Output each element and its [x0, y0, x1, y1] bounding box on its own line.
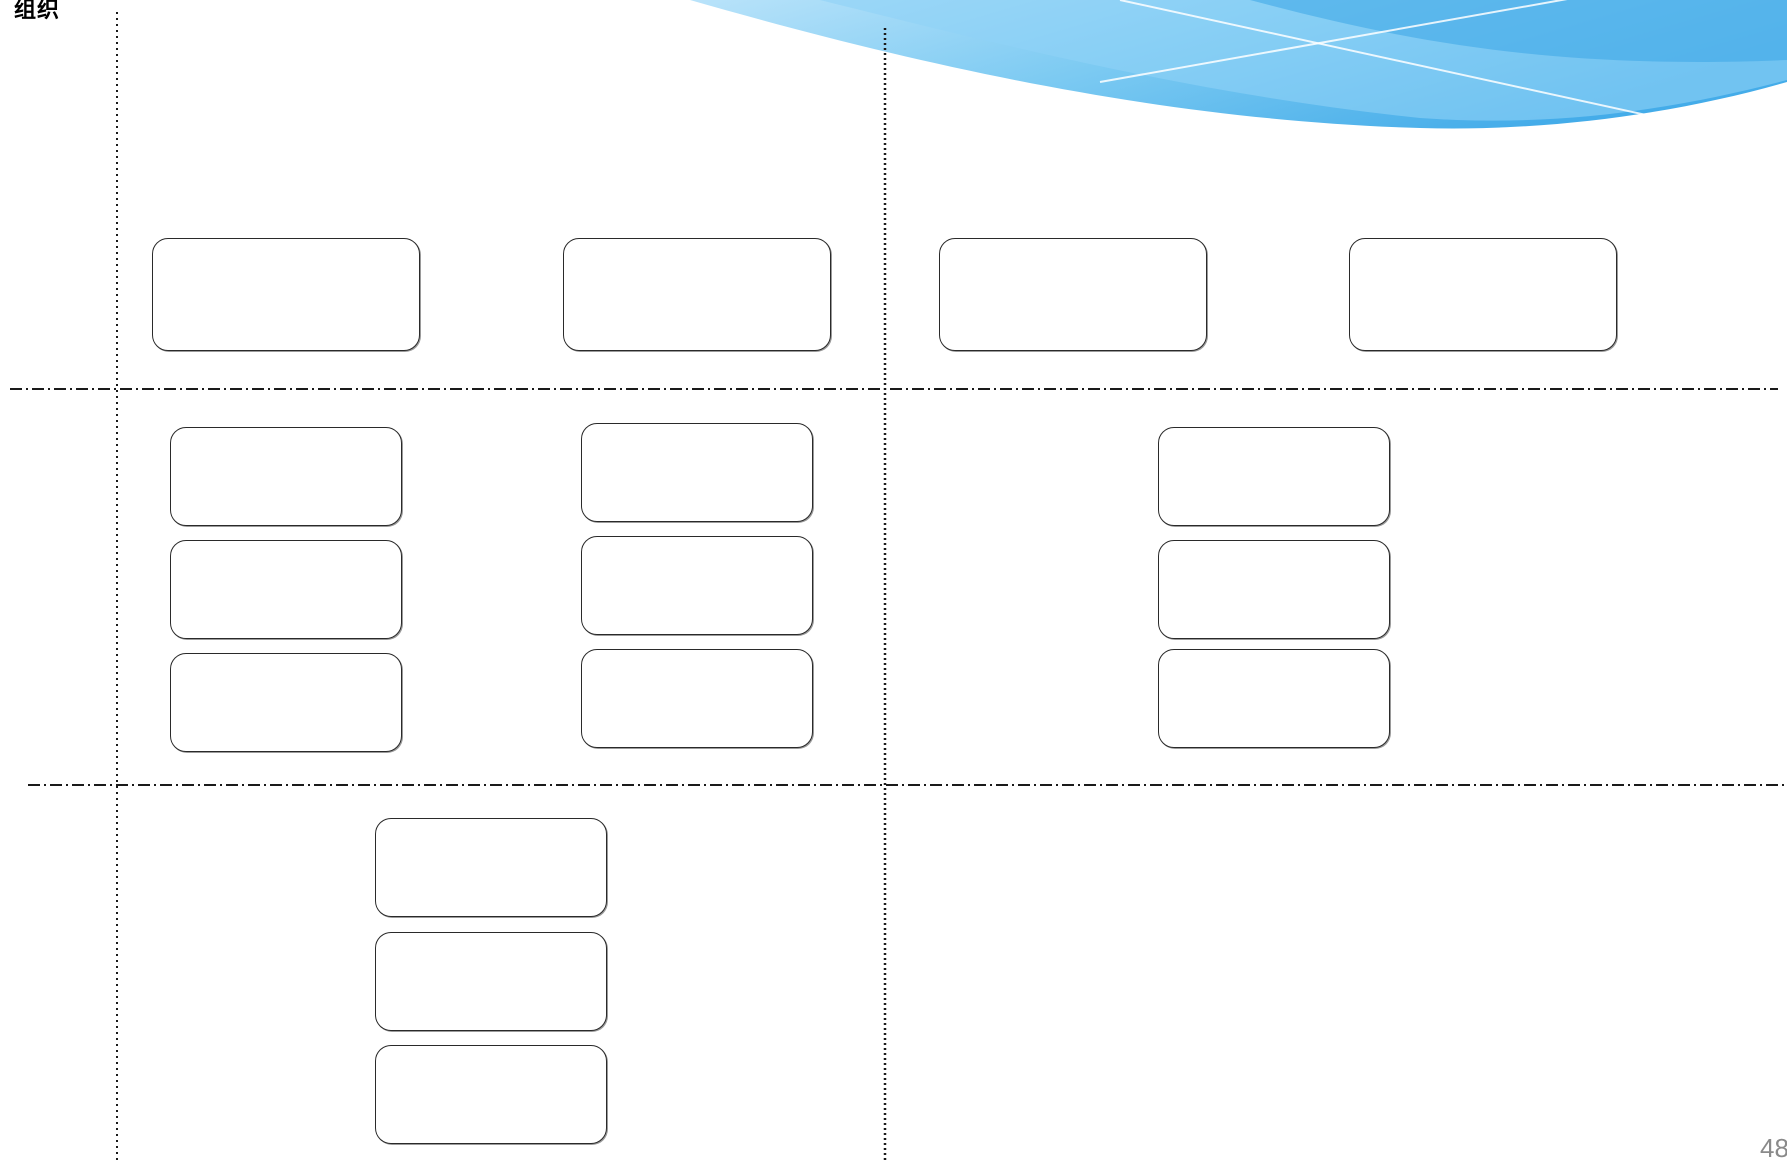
org-box-row1-2: [563, 238, 831, 351]
org-box-row2-colA-3: [170, 653, 402, 752]
org-box-row2-colA-1: [170, 427, 402, 526]
org-box-row2-right-3: [1158, 649, 1390, 748]
org-box-row3-1: [375, 818, 607, 917]
org-box-row3-3: [375, 1045, 607, 1144]
org-box-row2-colB-3: [581, 649, 813, 748]
org-box-row2-right-1: [1158, 427, 1390, 526]
org-box-row2-right-2: [1158, 540, 1390, 639]
org-box-row2-colB-2: [581, 536, 813, 635]
org-box-row2-colA-2: [170, 540, 402, 639]
org-box-row2-colB-1: [581, 423, 813, 522]
page-number: 48: [1760, 1133, 1787, 1163]
org-box-row3-2: [375, 932, 607, 1031]
org-box-row1-1: [152, 238, 420, 351]
org-box-row1-4: [1349, 238, 1617, 351]
slide-title: 组织: [14, 0, 61, 22]
org-box-row1-3: [939, 238, 1207, 351]
